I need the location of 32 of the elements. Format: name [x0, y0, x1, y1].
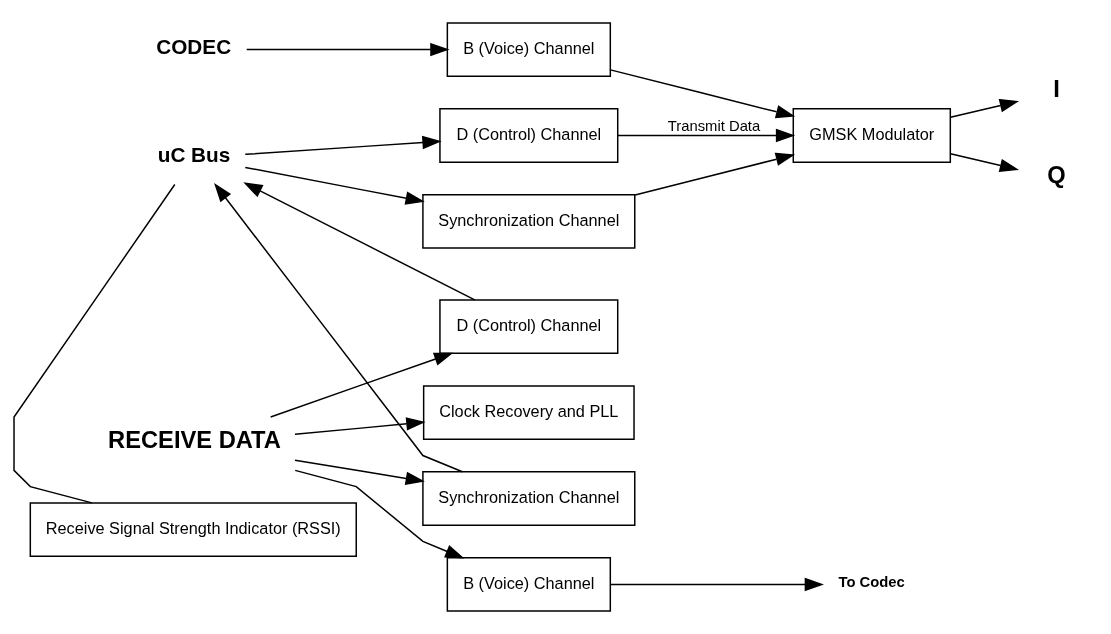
node-box: D (Control) Channel: [439, 108, 619, 163]
arrow: [634, 152, 796, 196]
arrow: [949, 153, 1020, 173]
connector: [13, 183, 176, 504]
node-box: B (Voice) Channel: [446, 557, 612, 612]
arrow: [214, 182, 464, 473]
node-text: To Codec: [838, 573, 905, 590]
node-text: CODEC: [156, 34, 232, 58]
node-box: D (Control) Channel: [439, 299, 619, 355]
arrow: [617, 128, 796, 143]
node-text: uC Bus: [157, 142, 231, 166]
arrow: [294, 469, 465, 559]
node-box: Receive Signal Strength Indicator (RSSI): [29, 502, 357, 557]
arrow: [246, 42, 450, 57]
node-box: Synchronization Channel: [422, 194, 636, 249]
arrow: [609, 69, 796, 119]
arrow: [269, 352, 454, 418]
node-box: Synchronization Channel: [422, 471, 636, 526]
node-box: B (Voice) Channel: [446, 22, 612, 77]
arrow: [244, 166, 425, 205]
node-box: Clock Recovery and PLL: [422, 385, 635, 440]
arrow: [609, 577, 824, 592]
arrow: [294, 459, 425, 486]
node-text: I: [1053, 75, 1060, 102]
edge-label: Transmit Data: [667, 118, 761, 135]
node-text: Q: [1047, 161, 1066, 188]
arrow: [244, 135, 442, 156]
node-box: GMSK Modulator: [792, 108, 952, 163]
arrow: [949, 99, 1020, 119]
arrow: [294, 417, 426, 436]
arrow: [243, 182, 476, 301]
node-text: RECEIVE DATA: [108, 426, 281, 453]
